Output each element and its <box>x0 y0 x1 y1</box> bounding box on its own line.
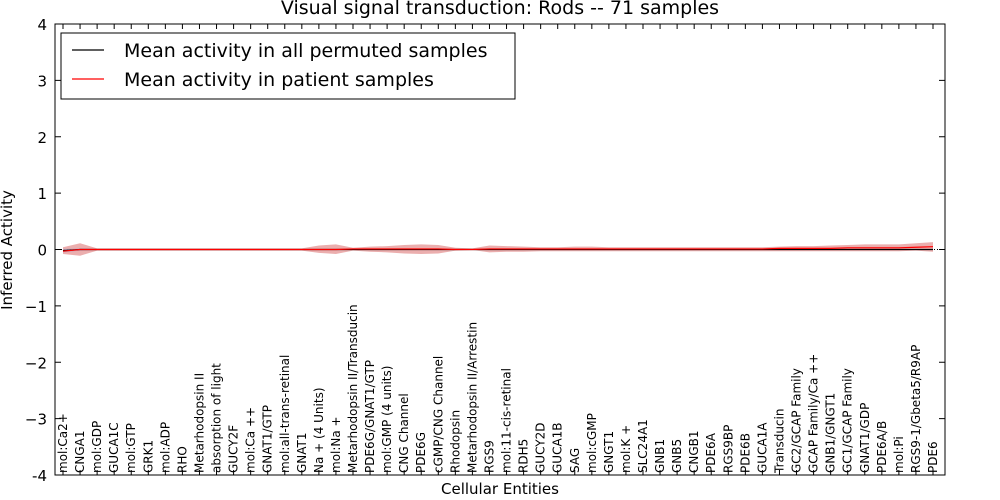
x-tick-label: mol:11-cis-retinal <box>500 368 514 473</box>
x-tick-label: GNAT1/GDP <box>858 403 872 473</box>
x-tick-label: GNB5 <box>670 439 684 473</box>
x-tick-label: RGS9-1/Gbeta5/R9AP <box>909 345 923 473</box>
x-tick-label: absorption of light <box>210 363 224 473</box>
x-tick-label: mol:Ca2+ <box>56 413 70 473</box>
x-tick-label: GUCY2F <box>227 425 241 473</box>
y-tick-label: 1 <box>37 185 47 203</box>
x-tick-label: mol:GDP <box>90 421 104 473</box>
x-tick-label: PDE6B <box>738 433 752 473</box>
x-tick-label: GNGT1 <box>602 431 616 473</box>
x-tick-label: Metarhodopsin II <box>193 373 207 473</box>
x-tick-label: mol:cGMP <box>585 413 599 473</box>
x-tick-label: GUCA1B <box>551 422 565 473</box>
x-tick-label: GNAT1/GTP <box>261 405 275 473</box>
x-tick-label: GNB1 <box>653 439 667 473</box>
legend-label-2: Mean activity in patient samples <box>124 69 434 91</box>
y-tick-label: 2 <box>37 129 47 147</box>
x-tick-label: mol:Na + <box>329 416 343 473</box>
x-tick-label: CNG Channel <box>397 393 411 473</box>
x-tick-label: RGS9BP <box>721 425 735 473</box>
y-tick-label: 4 <box>37 16 47 34</box>
x-tick-label: mol:Pi <box>892 436 906 473</box>
x-tick-label: Rhodopsin <box>448 410 462 473</box>
x-tick-label: CNGB1 <box>687 430 701 473</box>
y-tick-label: 0 <box>37 242 47 260</box>
x-tick-label: SLC24A1 <box>636 419 650 473</box>
x-tick-label: GC2/GCAP Family <box>790 368 804 473</box>
x-tick-label: GUCA1C <box>107 422 121 473</box>
x-axis-label: Cellular Entities <box>441 480 559 498</box>
x-tick-label: mol:Ca ++ <box>244 407 258 473</box>
y-tick-label: -4 <box>32 467 47 485</box>
x-tick-label: CNGA1 <box>73 431 87 474</box>
x-tick-label: Metarhodopsin II/Arrestin <box>465 322 479 473</box>
x-tick-label: GCAP Family/Ca ++ <box>807 354 821 473</box>
x-tick-label: cGMP/CNG Channel <box>431 356 445 473</box>
x-tick-label: PDE6 <box>926 441 940 473</box>
x-tick-label: GNAT1 <box>295 432 309 473</box>
x-tick-label: GUCY2D <box>534 423 548 473</box>
legend-box <box>60 32 516 100</box>
x-tick-label: Metarhodopsin II/Transducin <box>346 304 360 473</box>
x-tick-label: RHO <box>175 446 189 473</box>
x-tick-label: mol:K + <box>619 425 633 473</box>
legend: Mean activity in all permuted samplesMea… <box>60 32 516 100</box>
x-tick-label: PDE6G <box>414 432 428 473</box>
x-tick-label: SAG <box>568 448 582 473</box>
legend-label-1: Mean activity in all permuted samples <box>124 40 487 62</box>
x-tick-label: PDE6A <box>704 432 718 473</box>
x-tick-label: RGS9 <box>483 440 497 473</box>
x-tick-label: GUCA1A <box>755 422 769 473</box>
x-tick-label: mol:ADP <box>158 422 172 473</box>
y-tick-label: −3 <box>25 411 47 429</box>
x-tick-label: mol:all-trans-retinal <box>278 355 292 473</box>
x-tick-label: GNB1/GNGT1 <box>824 393 838 473</box>
x-tick-label: RDH5 <box>517 439 531 473</box>
plot-area <box>55 242 945 256</box>
series-line-2 <box>62 246 934 252</box>
x-tick-label: PDE6G/GNAT1/GTP <box>363 360 377 473</box>
chart-title: Visual signal transduction: Rods -- 71 s… <box>281 0 719 19</box>
y-axis-label: Inferred Activity <box>0 190 16 310</box>
y-tick-label: −2 <box>25 354 47 372</box>
x-tick-label: Na + (4 Units) <box>312 387 326 473</box>
x-tick-label: GC1/GCAP Family <box>841 368 855 473</box>
y-tick-label: −1 <box>25 298 47 316</box>
x-tick-label: mol:GMP (4 units) <box>380 366 394 473</box>
x-tick-label: PDE6A/B <box>875 421 889 473</box>
y-tick-label: 3 <box>37 72 47 90</box>
x-tick-label: mol:GTP <box>124 423 138 473</box>
x-tick-label: Transducin <box>773 409 787 474</box>
x-tick-label: GRK1 <box>141 440 155 473</box>
